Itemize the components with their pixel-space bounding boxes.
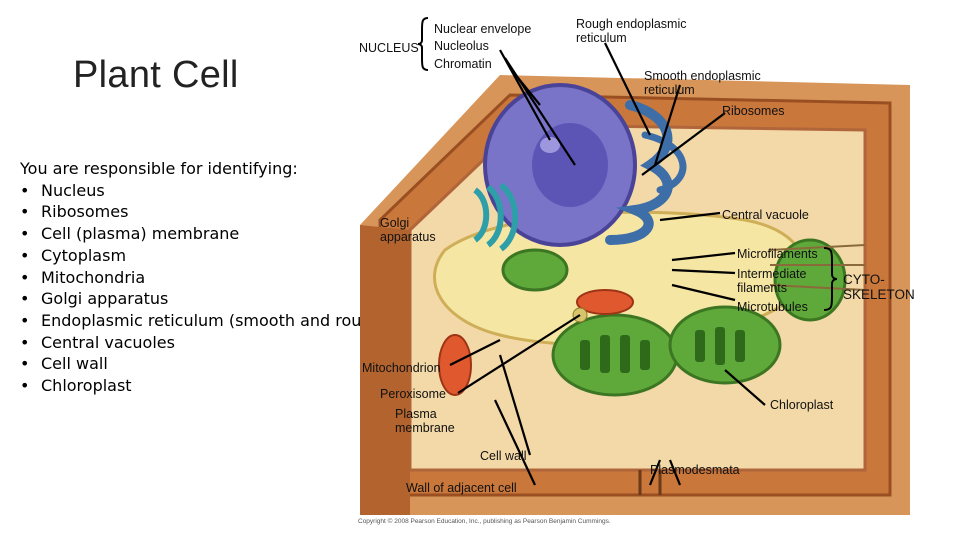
- label-intermediate-line1: Intermediate: [737, 267, 807, 281]
- chloroplast-shape: [501, 248, 569, 292]
- objective-item: Nucleus: [20, 180, 388, 202]
- label-nuclear-envelope: Nuclear envelope: [434, 22, 532, 36]
- objective-item: Golgi apparatus: [20, 288, 388, 310]
- objective-item: Cell wall: [20, 353, 388, 375]
- label-smooth-er-line2: reticulum: [644, 83, 695, 97]
- copyright-notice: Copyright © 2008 Pearson Education, Inc.…: [358, 518, 611, 525]
- label-chloroplast: Chloroplast: [770, 398, 834, 412]
- objective-item: Cell (plasma) membrane: [20, 223, 388, 245]
- label-cytoskeleton-line1: CYTO-: [843, 272, 885, 287]
- golgi-shape: [473, 182, 519, 252]
- label-plasma-line1: Plasma: [395, 407, 437, 421]
- label-rough-er-line1: Rough endoplasmic: [576, 17, 687, 31]
- label-central-vacuole: Central vacuole: [722, 208, 809, 222]
- label-wall-adjacent-cell: Wall of adjacent cell: [406, 481, 517, 495]
- label-microtubules: Microtubules: [737, 300, 808, 314]
- label-mitochondrion: Mitochondrion: [362, 361, 441, 375]
- mitochondrion-shape: [576, 289, 634, 315]
- label-nucleolus: Nucleolus: [434, 39, 489, 53]
- nucleolus-shape: [532, 123, 608, 207]
- cytoskeleton-shape: [769, 244, 866, 291]
- label-golgi-line1: Golgi: [380, 216, 410, 230]
- objectives-list: You are responsible for identifying: Nuc…: [20, 158, 388, 397]
- label-nucleus: NUCLEUS: [359, 41, 419, 55]
- label-ribosomes: Ribosomes: [722, 104, 785, 118]
- objective-item: Endoplasmic reticulum (smooth and rough): [20, 310, 388, 332]
- label-cytoskeleton-line2: SKELETON: [843, 287, 915, 302]
- chloroplast-shape: [551, 313, 679, 397]
- objective-item: Mitochondria: [20, 267, 388, 289]
- label-plasmodesmata: Plasmodesmata: [650, 463, 740, 477]
- plasmodesmata-shape: [638, 470, 662, 495]
- objective-item: Chloroplast: [20, 375, 388, 397]
- cytoskeleton-brace: [823, 247, 838, 311]
- label-microfilaments: Microfilaments: [737, 247, 818, 261]
- label-chromatin: Chromatin: [434, 57, 492, 71]
- label-rough-er-line2: reticulum: [576, 31, 627, 45]
- label-peroxisome: Peroxisome: [380, 387, 446, 401]
- objectives-heading: You are responsible for identifying:: [20, 159, 298, 178]
- label-plasma-line2: membrane: [395, 421, 455, 435]
- label-cell-wall: Cell wall: [480, 449, 527, 463]
- nucleus-brace: [418, 17, 429, 71]
- mitochondrion-shape: [438, 334, 472, 396]
- plant-cell-illustration: [360, 42, 910, 515]
- label-golgi-line2: apparatus: [380, 230, 436, 244]
- chloroplast-shape: [773, 238, 847, 322]
- label-smooth-er-line1: Smooth endoplasmic: [644, 69, 761, 83]
- objective-item: Ribosomes: [20, 201, 388, 223]
- cell-wall-side: [360, 225, 410, 515]
- objective-item: Cytoplasm: [20, 245, 388, 267]
- objective-item: Central vacuoles: [20, 332, 388, 354]
- slide-title: Plant Cell: [73, 54, 239, 96]
- label-intermediate-line2: filaments: [737, 281, 788, 295]
